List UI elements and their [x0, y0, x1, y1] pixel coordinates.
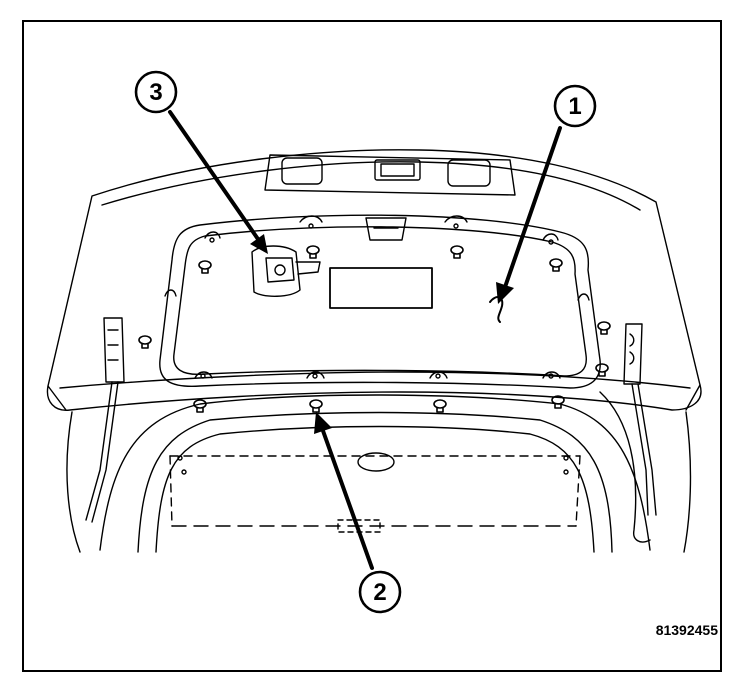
panel-label [329, 267, 433, 309]
callout-2-label: 2 [373, 579, 386, 606]
vent-left [281, 157, 323, 185]
leader-arrow-1 [502, 126, 562, 292]
fastener-tabs [164, 215, 590, 379]
right-hinge-strut [599, 323, 657, 543]
trunk-opening [99, 394, 651, 551]
trim-panel [159, 214, 601, 389]
pull-handle [489, 296, 504, 323]
callout-1-label: 1 [568, 93, 581, 120]
figure-number: 81392455 [655, 622, 718, 638]
vent-right [447, 159, 491, 187]
left-hinge-strut [85, 317, 125, 523]
trunk-floor-oval [357, 452, 395, 472]
vent-center [374, 159, 421, 181]
callout-3-circle [134, 70, 178, 114]
decklid-outer-panel [46, 149, 702, 411]
leader-arrow-2 [320, 426, 374, 570]
leader-arrow-3 [168, 110, 262, 244]
callout-1-circle [553, 84, 597, 128]
callout-3-label: 3 [149, 79, 162, 106]
callout-2-circle [358, 570, 402, 614]
push-pin-fasteners [138, 245, 611, 413]
